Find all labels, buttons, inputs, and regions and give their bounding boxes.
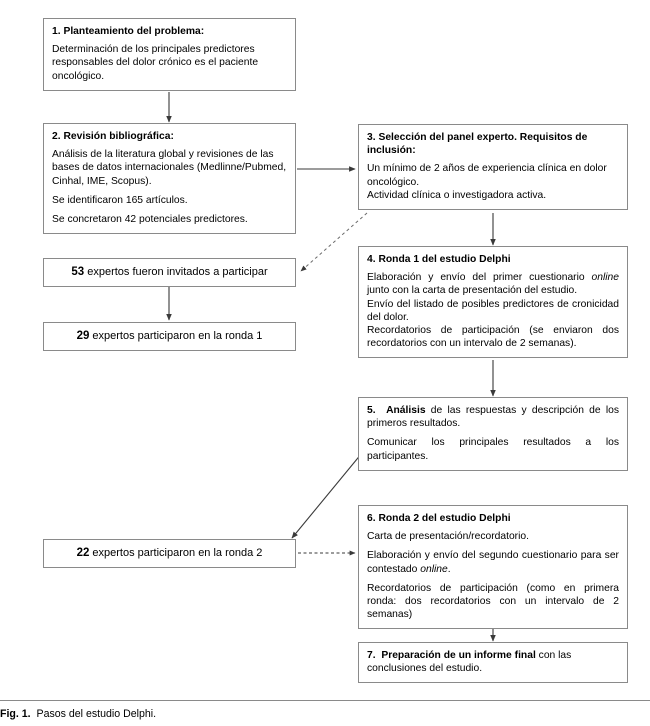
- step-6-heading: 6. Ronda 2 del estudio Delphi: [367, 513, 511, 524]
- tally-round2-text: 22 expertos participaron en la ronda 2: [77, 547, 263, 560]
- step-6-line-2: Elaboración y envío del segundo cuestion…: [367, 549, 619, 575]
- step-4-line-2: Envío del listado de posibles predictore…: [367, 298, 619, 323]
- step-4-box[interactable]: 4. Ronda 1 del estudio Delphi Elaboració…: [358, 246, 628, 359]
- step-1-box[interactable]: 1. Planteamiento del problema: Determina…: [43, 18, 296, 91]
- figure-caption: Fig. 1. Pasos del estudio Delphi.: [0, 707, 640, 721]
- step-4-online-emphasis: online: [591, 272, 619, 284]
- step-2-line-3: Se concretaron 42 potenciales predictore…: [52, 214, 248, 226]
- tally-invited-box[interactable]: 53 expertos fueron invitados a participa…: [43, 258, 296, 287]
- step-7-heading-word: Preparación de un informe final: [381, 650, 536, 661]
- tally-round2-box[interactable]: 22 expertos participaron en la ronda 2: [43, 539, 296, 568]
- step-6-line-1: Carta de presentación/recordatorio.: [367, 531, 529, 543]
- step-4-line-1: Elaboración y envío del primer cuestiona…: [367, 271, 619, 297]
- tally-round1-count: 29: [76, 329, 90, 342]
- step-2-line-1: Análisis de la literatura global y revis…: [52, 149, 287, 187]
- step-4-line-1a: Elaboración y envío del primer cuestiona…: [367, 272, 592, 284]
- connector-step3-to-invited: [300, 212, 368, 272]
- step-7-box[interactable]: 7. Preparación de un informe final con l…: [358, 642, 628, 684]
- step-5-heading: 5. Análisis de las respuestas y descripc…: [367, 404, 619, 430]
- step-3-box[interactable]: 3. Selección del panel experto. Requisit…: [358, 124, 628, 211]
- step-6-line-2b: .: [447, 563, 451, 575]
- step-3-heading: 3. Selección del panel experto. Requisit…: [367, 132, 588, 157]
- step-4-heading: 4. Ronda 1 del estudio Delphi: [367, 254, 511, 265]
- step-6-line-2a: Elaboración y envío del segundo cuestion…: [367, 550, 619, 575]
- tally-invited-text: 53 expertos fueron invitados a participa…: [71, 266, 267, 279]
- caption-label: Fig. 1.: [0, 708, 31, 720]
- step-5-heading-rest: de las respuestas y descripción de los p…: [367, 405, 619, 430]
- step-7-heading-rest: con las conclusiones del estudio.: [367, 650, 572, 675]
- step-6-online-emphasis: online: [420, 563, 448, 575]
- tally-round2-label: expertos participaron en la ronda 2: [89, 546, 263, 559]
- tally-round2-count: 22: [76, 546, 90, 559]
- caption-divider: [0, 700, 650, 701]
- step-1-heading: 1. Planteamiento del problema:: [52, 26, 205, 37]
- step-4-line-3: Recordatorios de participación (se envia…: [367, 325, 619, 350]
- tally-invited-label: expertos fueron invitados a participar: [84, 265, 268, 278]
- step-5-line-2: Comunicar los principales resultados a l…: [367, 437, 619, 462]
- step-3-line-2: Actividad clínica o investigadora activa…: [367, 189, 547, 201]
- step-2-heading: 2. Revisión bibliográfica:: [52, 131, 174, 142]
- step-2-box[interactable]: 2. Revisión bibliográfica: Análisis de l…: [43, 123, 296, 235]
- step-1-body: Determinación de los principales predict…: [52, 44, 259, 82]
- step-7-heading: 7. Preparación de un informe final con l…: [367, 649, 619, 675]
- tally-round1-label: expertos participaron en la ronda 1: [89, 329, 263, 342]
- step-5-number: 5.: [367, 405, 376, 416]
- step-5-heading-word: Análisis: [386, 405, 426, 416]
- step-3-line-1: Un mínimo de 2 años de experiencia clíni…: [367, 163, 607, 188]
- step-5-box[interactable]: 5. Análisis de las respuestas y descripc…: [358, 397, 628, 471]
- connector-step5-to-round2: [291, 452, 363, 539]
- step-6-box[interactable]: 6. Ronda 2 del estudio Delphi Carta de p…: [358, 505, 628, 630]
- step-4-line-1b: junto con la carta de presentación del e…: [367, 285, 578, 297]
- step-6-line-3: Recordatorios de participación (como en …: [367, 582, 619, 621]
- tally-round1-text: 29 expertos participaron en la ronda 1: [77, 330, 263, 343]
- caption-text: Pasos del estudio Delphi.: [36, 708, 157, 720]
- step-7-number: 7.: [367, 650, 376, 661]
- tally-invited-count: 53: [71, 265, 85, 278]
- tally-round1-box[interactable]: 29 expertos participaron en la ronda 1: [43, 322, 296, 351]
- step-2-line-2: Se identificaron 165 artículos.: [52, 194, 188, 206]
